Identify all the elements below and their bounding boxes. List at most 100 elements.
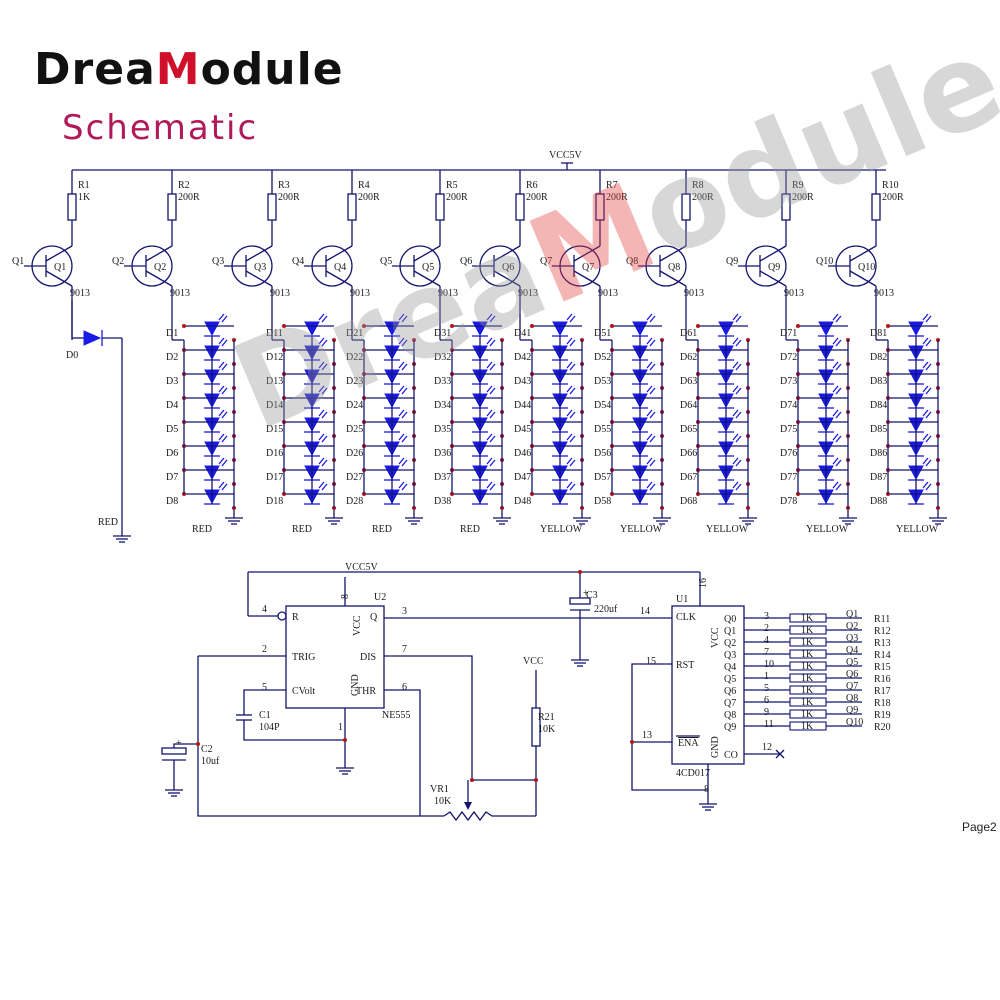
led-label: D11	[266, 328, 283, 339]
led-arrow	[649, 411, 656, 419]
led-label: D47	[514, 472, 531, 483]
led-label: D54	[594, 400, 611, 411]
ground-symbol	[653, 512, 671, 525]
pin-name: TRIG	[292, 652, 315, 663]
transistor-type: 9013	[684, 288, 704, 299]
led-label: D16	[266, 448, 283, 459]
transistor-ref: Q2	[154, 262, 166, 273]
led-arrow	[925, 339, 932, 347]
led	[552, 361, 576, 385]
ic-ref: U2	[374, 592, 386, 603]
led	[552, 457, 576, 481]
led-arrow	[732, 481, 739, 489]
color-label: YELLOW	[806, 524, 849, 535]
led-arrow	[646, 337, 653, 345]
output-net-label: Q6	[846, 669, 858, 680]
polarity-mark: +	[583, 588, 589, 599]
pin-number: 10	[764, 659, 774, 670]
led-label: D63	[680, 376, 697, 387]
led-arrow	[832, 457, 839, 465]
led	[718, 313, 742, 337]
led-label: D81	[870, 328, 887, 339]
led	[552, 337, 576, 361]
led-arrow	[489, 363, 496, 371]
led-label: D64	[680, 400, 697, 411]
junction-dot	[530, 324, 534, 328]
led-label: D62	[680, 352, 697, 363]
led-arrow	[832, 481, 839, 489]
led-arrow	[321, 411, 328, 419]
pin-name: GND	[710, 736, 721, 758]
resistor-r5	[435, 193, 445, 221]
resistor-ref: R1	[78, 180, 90, 191]
led	[818, 313, 842, 337]
resistor-value: 200R	[446, 192, 468, 203]
resistor-value: 1K	[801, 685, 814, 696]
resistor-ref: R14	[874, 650, 891, 661]
led-label: D44	[514, 400, 531, 411]
led-arrow	[486, 337, 493, 345]
led-arrow	[321, 339, 328, 347]
led-label: D75	[780, 424, 797, 435]
led-label: D35	[434, 424, 451, 435]
color-label: RED	[192, 524, 212, 535]
junction-dot	[696, 324, 700, 328]
led-arrow	[221, 483, 228, 491]
inverting-pin	[277, 611, 287, 621]
led	[718, 361, 742, 385]
led-arrow	[646, 361, 653, 369]
pin-number: 4	[764, 635, 769, 646]
led-arrow	[221, 411, 228, 419]
input-net-label: Q8	[626, 256, 638, 267]
color-label: YELLOW	[706, 524, 749, 535]
led-arrow	[732, 409, 739, 417]
resistor-ref: R2	[178, 180, 190, 191]
pin-number: 3	[402, 606, 407, 617]
led-arrow	[649, 483, 656, 491]
led-label: D4	[166, 400, 178, 411]
led-arrow	[221, 363, 228, 371]
led-arrow	[925, 411, 932, 419]
transistor-type: 9013	[874, 288, 894, 299]
pin-name: R	[292, 612, 299, 623]
resistor-value: 200R	[178, 192, 200, 203]
led-label: D77	[780, 472, 797, 483]
resistor-ref: R17	[874, 686, 891, 697]
led-label: D88	[870, 496, 887, 507]
ground-symbol	[493, 512, 511, 525]
led-arrow	[489, 459, 496, 467]
led-label: D51	[594, 328, 611, 339]
resistor-value: 1K	[801, 613, 814, 624]
vcc-label: VCC5V	[549, 150, 583, 161]
led-label: D36	[434, 448, 451, 459]
resistor-ref: R6	[526, 180, 538, 191]
resistor-value: 1K	[78, 192, 91, 203]
led-arrow	[646, 409, 653, 417]
led-arrow	[569, 459, 576, 467]
led-arrow	[318, 385, 325, 393]
led-arrow	[835, 387, 842, 395]
led-arrow	[318, 337, 325, 345]
led	[472, 313, 496, 337]
output-net-label: Q3	[846, 633, 858, 644]
pin-name: Q	[370, 612, 378, 623]
led-label: D26	[346, 448, 363, 459]
led-triangle	[472, 321, 488, 337]
led-arrow	[566, 337, 573, 345]
led-label: D53	[594, 376, 611, 387]
input-net-label: Q5	[380, 256, 392, 267]
input-net-label: Q9	[726, 256, 738, 267]
led	[384, 457, 408, 481]
led-arrow	[486, 409, 493, 417]
led-arrow	[321, 315, 328, 323]
led	[632, 337, 656, 361]
vcc-label: VCC5V	[345, 562, 379, 573]
input-net-label: Q6	[460, 256, 472, 267]
led-arrow	[218, 361, 225, 369]
wire	[243, 689, 286, 710]
led	[204, 457, 228, 481]
